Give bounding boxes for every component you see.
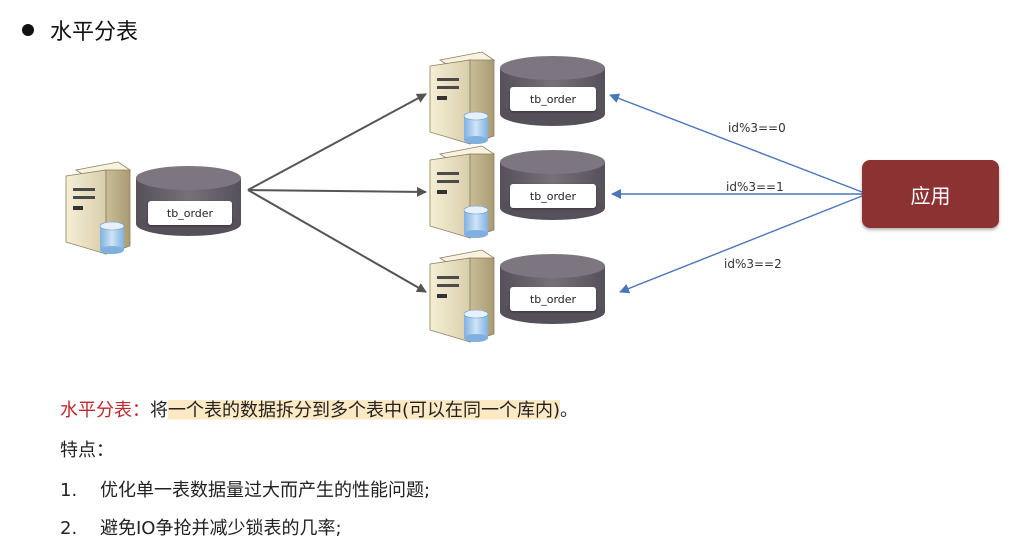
definition-suffix: 。 [560, 400, 579, 421]
bullet-icon [22, 24, 34, 36]
route-arrow-2 [619, 195, 863, 294]
database-icon [99, 221, 125, 254]
definition-colon: ： [132, 400, 150, 421]
server-icon [429, 51, 496, 145]
route-condition-0: id%3==0 [728, 121, 786, 135]
split-arrow-1 [247, 186, 427, 197]
route-condition-2: id%3==2 [724, 257, 782, 271]
definition-line: 水平分表 ： 将 一个表的数据拆分到多个表中(可以在同一个库内) 。 [60, 396, 578, 422]
database-icon [463, 205, 489, 238]
feature-text: 避免IO争抢并减少锁表的几率; [100, 518, 342, 539]
feature-item-1: 1. 优化单一表数据量过大而产生的性能问题; [60, 476, 430, 502]
route-arrow-0 [609, 93, 863, 193]
definition-highlight: 一个表的数据拆分到多个表中(可以在同一个库内) [168, 396, 561, 422]
target-table-label-2: tb_order [510, 287, 596, 311]
feature-text: 优化单一表数据量过大而产生的性能问题; [100, 480, 431, 501]
feature-item-2: 2. 避免IO争抢并减少锁表的几率; [60, 514, 342, 540]
server-icon [429, 249, 496, 343]
definition-term: 水平分表 [60, 400, 132, 421]
target-table-label-0: tb_order [510, 87, 596, 111]
application-box: 应用 [862, 160, 999, 228]
feature-number: 2. [60, 518, 78, 539]
server-icon [65, 161, 132, 255]
section-heading: 水平分表 [22, 14, 138, 46]
database-icon [463, 111, 489, 144]
database-icon [463, 309, 489, 342]
definition-prefix: 将 [150, 400, 168, 421]
source-table-label: tb_order [148, 201, 232, 225]
heading-title: 水平分表 [50, 20, 139, 45]
split-arrow-0 [247, 93, 427, 191]
split-arrow-2 [247, 189, 427, 293]
target-table-label-1: tb_order [510, 184, 596, 208]
feature-number: 1. [60, 480, 78, 501]
features-label: 特点： [60, 440, 114, 461]
server-icon [429, 145, 496, 239]
route-condition-1: id%3==1 [726, 180, 784, 194]
